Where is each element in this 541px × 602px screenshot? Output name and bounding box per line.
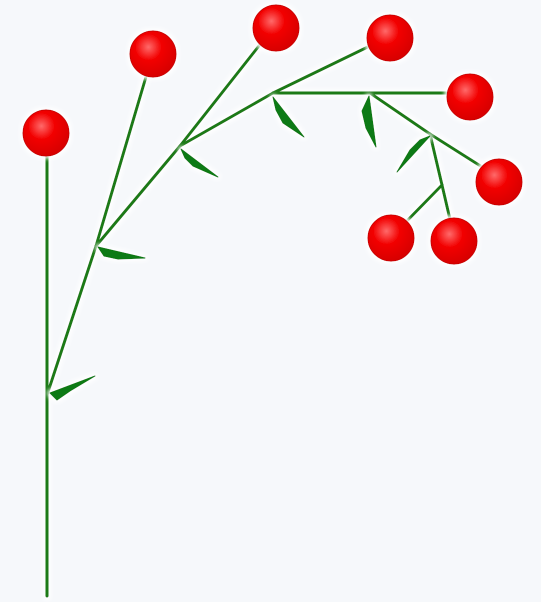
branch-stem-5: [370, 93, 430, 134]
pedicel-fruit-4: [273, 42, 378, 93]
fruit-6: [476, 159, 522, 205]
bract-6: [397, 136, 430, 172]
fruit-8: [431, 218, 477, 264]
fruit-2: [130, 31, 176, 77]
bract-5: [362, 96, 376, 147]
fruit-7: [368, 215, 414, 261]
fruit-1: [23, 110, 69, 156]
pedicel-fruit-2: [96, 70, 148, 246]
bract-2: [98, 247, 145, 259]
fruit-4: [367, 15, 413, 61]
pedicel-fruit-3: [180, 42, 262, 146]
fruit-3: [253, 5, 299, 51]
branch-stem-1: [47, 246, 96, 395]
fruit-group: [23, 5, 522, 264]
stem-system: [47, 42, 490, 596]
branch-stem-2: [96, 146, 180, 246]
fruit-5: [447, 74, 493, 120]
branch-stem-3: [180, 93, 273, 146]
bract-1: [50, 376, 95, 400]
bract-4: [273, 97, 304, 137]
bract-3: [181, 149, 218, 177]
